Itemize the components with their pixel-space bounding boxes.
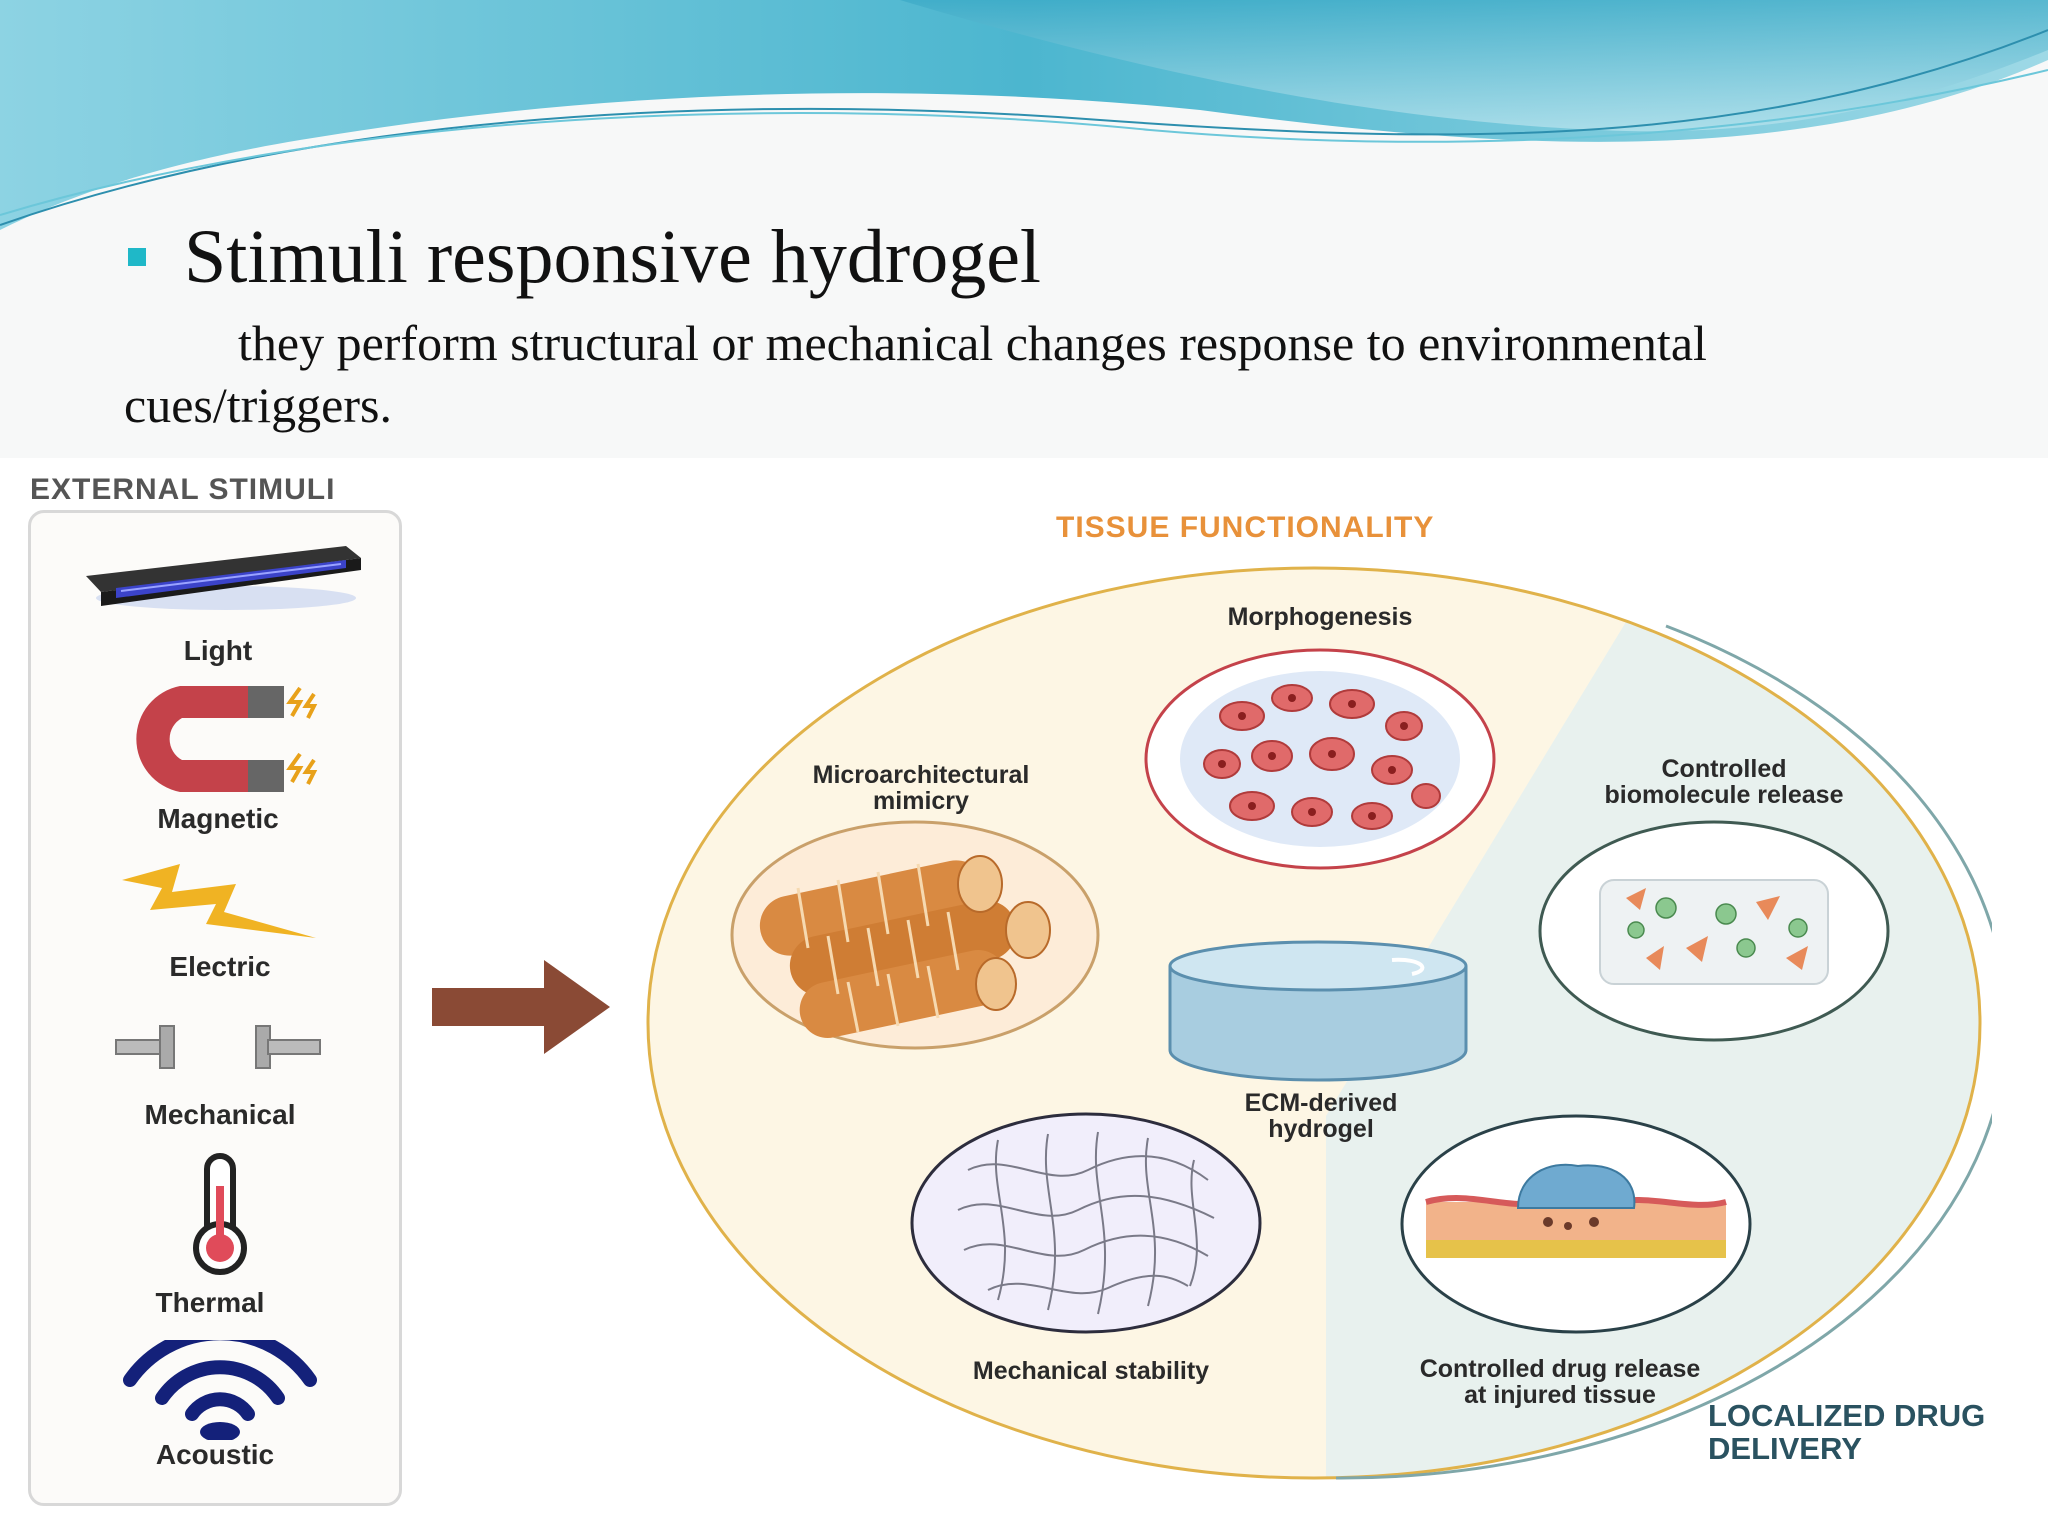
micro-line-1: Microarchitectural	[812, 761, 1030, 789]
magnet-icon	[136, 686, 318, 792]
biomol-line-2: biomolecule release	[1604, 781, 1844, 810]
stimulus-label-acoustic: Acoustic	[155, 1439, 275, 1470]
center-line-1: ECM-derived	[1244, 1089, 1398, 1117]
stimulus-label-mechanical: Mechanical	[144, 1099, 296, 1130]
delivery-line-1: LOCALIZED DRUG	[1708, 1398, 1986, 1433]
polymer-network-illustration	[910, 1112, 1262, 1334]
thermometer-icon	[193, 1153, 247, 1275]
center-label-ecm: ECM-derived hydrogel	[1206, 1090, 1436, 1143]
tissue-functionality-heading: TISSUE FUNCTIONALITY	[1056, 511, 1435, 544]
drug-release-illustration	[1400, 1114, 1752, 1334]
header-wave-decoration	[0, 0, 2048, 230]
stimulus-label-magnetic: Magnetic	[157, 803, 279, 834]
slide-title: Stimuli responsive hydrogel	[184, 215, 1042, 299]
biomolecule-release-illustration	[1538, 820, 1890, 1042]
body-text-line-1: they perform structural or mechanical ch…	[238, 315, 1707, 371]
direction-arrow	[432, 960, 610, 1054]
pistons-icon	[115, 1025, 321, 1069]
lightning-icon	[122, 864, 316, 938]
function-label-drug-release: Controlled drug release at injured tissu…	[1388, 1356, 1732, 1409]
fiber-bundle-illustration	[730, 820, 1100, 1050]
stimulus-label-thermal: Thermal	[155, 1287, 265, 1318]
localized-delivery-heading: LOCALIZED DRUG DELIVERY	[1708, 1398, 1986, 1466]
biomol-line-1: Controlled	[1661, 755, 1787, 783]
drug-line-2: at injured tissue	[1464, 1381, 1656, 1410]
bullet-marker	[128, 248, 146, 266]
function-label-mechanical-stability: Mechanical stability	[972, 1357, 1210, 1385]
ecm-hydrogel-illustration	[1168, 940, 1468, 1082]
micro-line-2: mimicry	[873, 787, 969, 816]
stimulus-label-light: Light	[183, 635, 253, 666]
body-text-line-2: cues/triggers.	[124, 377, 392, 433]
morphogenesis-illustration	[1144, 648, 1496, 870]
drug-line-1: Controlled drug release	[1419, 1355, 1701, 1383]
sound-waves-icon	[123, 1340, 317, 1440]
function-label-morphogenesis: Morphogenesis	[1227, 603, 1413, 631]
function-label-microarchitectural: Microarchitectural mimicry	[780, 762, 1062, 815]
uv-lamp-icon	[86, 546, 361, 610]
function-label-biomolecule: Controlled biomolecule release	[1574, 756, 1874, 809]
stimuli-heading: EXTERNAL STIMULI	[30, 473, 336, 506]
delivery-line-2: DELIVERY	[1708, 1430, 1862, 1466]
stimulus-label-electric: Electric	[169, 951, 271, 982]
center-line-2: hydrogel	[1268, 1115, 1374, 1144]
